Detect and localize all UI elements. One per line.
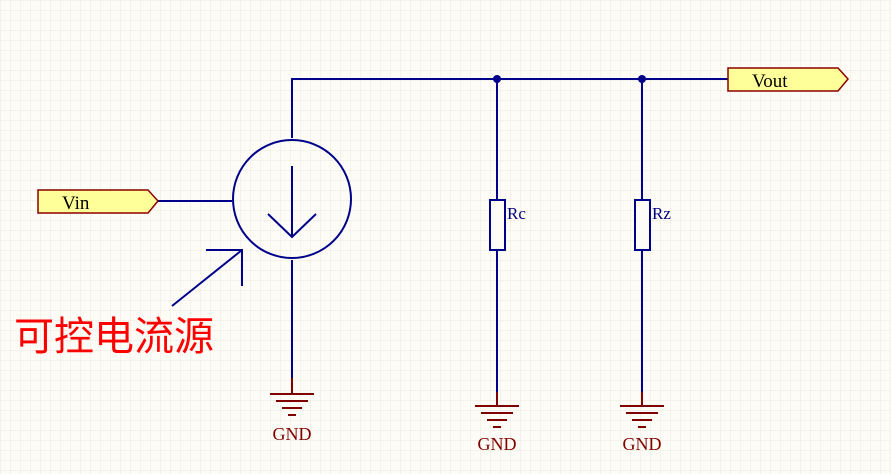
port-vin-shape <box>37 189 159 214</box>
ground-label-rc: GND <box>478 434 517 454</box>
ground-label-source: GND <box>273 424 312 444</box>
resistor-rc-label: Rc <box>507 204 526 223</box>
port-vin-label: Vin <box>62 193 90 214</box>
junction-dot-rc <box>493 75 501 83</box>
ground-symbol-rc[interactable]: GND <box>475 392 519 454</box>
port-vin[interactable]: Vin <box>37 189 159 214</box>
junction-dot-rz <box>638 75 646 83</box>
controlled-current-source[interactable] <box>232 139 352 259</box>
arrow-down-icon <box>267 166 317 239</box>
resistor-rz-label: Rz <box>652 204 671 223</box>
port-vout-label: Vout <box>752 71 788 92</box>
resistor-rc-body <box>489 199 506 251</box>
top-wire[interactable] <box>291 78 728 138</box>
current-source-circle <box>232 139 352 259</box>
annotation-label: 可控电流源 <box>14 314 214 360</box>
ground-label-rz: GND <box>623 434 662 454</box>
resistor-rz[interactable]: Rz <box>634 199 671 251</box>
ground-symbol-source[interactable]: GND <box>270 378 314 444</box>
annotation-arrow-icon <box>171 249 243 307</box>
resistor-rc[interactable]: Rc <box>489 199 526 251</box>
ground-symbol-rz[interactable]: GND <box>620 392 664 454</box>
resistor-rz-body <box>634 199 651 251</box>
port-vout[interactable]: Vout <box>727 67 849 92</box>
port-vout-shape <box>727 67 849 92</box>
